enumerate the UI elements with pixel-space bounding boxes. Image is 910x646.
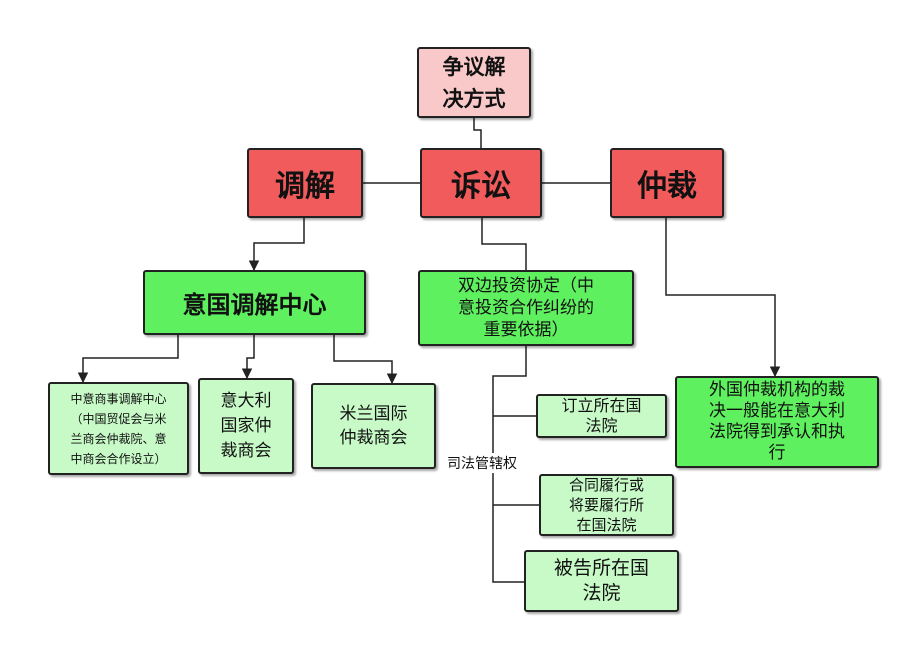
foreign-award-label: 外国仲裁机构的裁 决一般能在意大利 法院得到承认和执 行: [709, 380, 845, 463]
mediation-node: 调解: [247, 148, 363, 218]
jurisdiction-child-label: 合同履行或 将要履行所 在国法院: [568, 476, 644, 534]
arbitration-node: 仲裁: [610, 148, 724, 218]
bilateral-agreement-node: 双边投资协定（中 意投资合作纠纷的 重要依据）: [418, 270, 634, 346]
litigation-node: 诉讼: [420, 148, 542, 218]
mediation-child-box: 中意商事调解中心 （中国贸促会与米 兰商会仲裁院、意 中商会合作设立）: [48, 382, 189, 475]
mediation-child-label: 米兰国际 仲裁商会: [339, 404, 408, 448]
jurisdiction-child-box: 订立所在国 法院: [536, 394, 667, 438]
arbitration-label: 仲裁: [637, 169, 697, 204]
jurisdiction-child-label: 订立所在国 法院: [561, 396, 642, 435]
mediation-label: 调解: [275, 169, 335, 204]
bilateral-agreement-label: 双边投资协定（中 意投资合作纠纷的 重要依据）: [458, 276, 594, 340]
connector-center-child1: [77, 335, 179, 384]
foreign-award-node: 外国仲裁机构的裁 决一般能在意大利 法院得到承认和执 行: [675, 376, 879, 468]
root-node: 争议解 决方式: [417, 47, 531, 118]
jurisdiction-child-box: 被告所在国 法院: [524, 550, 679, 612]
connector-root-litigation: [473, 118, 482, 148]
connector-mediation-center: [248, 218, 305, 272]
litigation-label: 诉讼: [451, 169, 511, 204]
mediation-child-box: 米兰国际 仲裁商会: [311, 383, 436, 469]
jurisdiction-label: 司法管辖权: [447, 453, 517, 473]
connector-agreement-jurisdiction: [492, 346, 527, 583]
mediation-center-label: 意国调解中心: [182, 291, 327, 319]
connector-litigation-agreement: [481, 218, 527, 270]
mediation-child-label: 中意商事调解中心 （中国贸促会与米 兰商会仲裁院、意 中商会合作设立）: [70, 391, 167, 466]
connector-center-child2: [241, 335, 255, 380]
connector-arbitration-award: [665, 218, 781, 378]
root-label: 争议解 决方式: [442, 54, 506, 111]
mediation-center-node: 意国调解中心: [143, 270, 366, 335]
mediation-child-label: 意大利 国家仲 裁商会: [220, 390, 272, 461]
jurisdiction-child-label: 被告所在国 法院: [553, 557, 649, 604]
connector-center-child3: [333, 335, 398, 385]
jurisdiction-child-box: 合同履行或 将要履行所 在国法院: [539, 474, 674, 536]
mediation-child-box: 意大利 国家仲 裁商会: [198, 378, 294, 474]
